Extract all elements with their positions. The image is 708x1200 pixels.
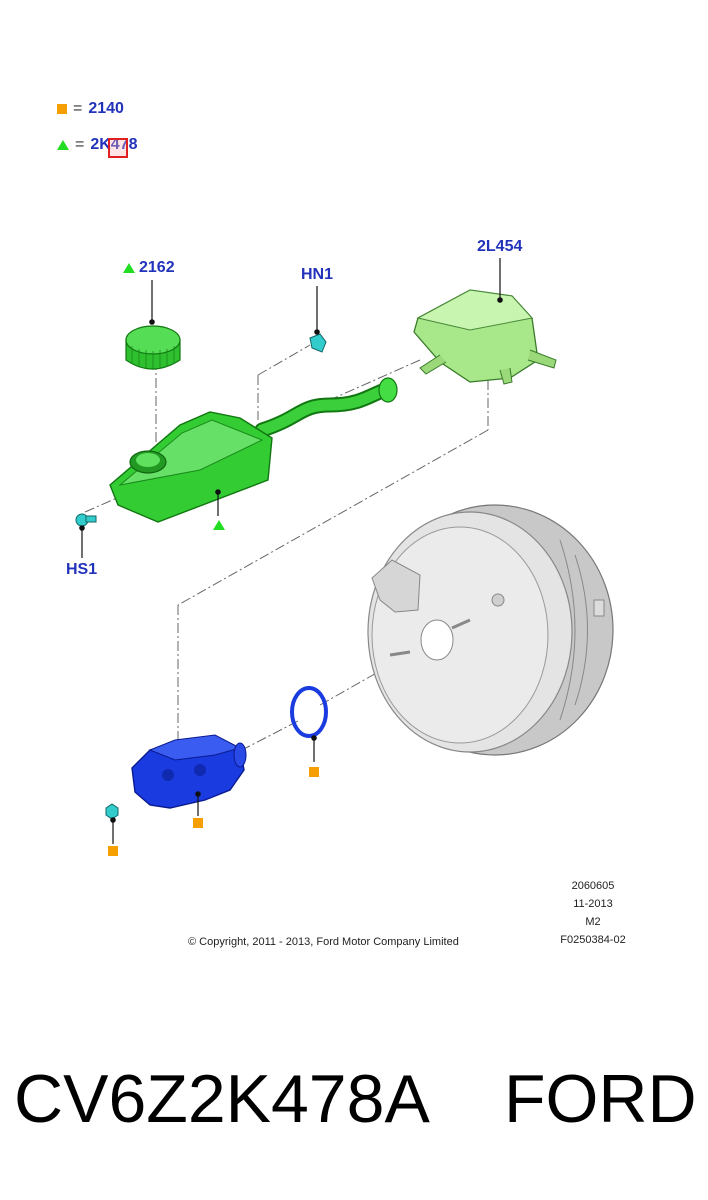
exploded-view-diagram [75, 258, 614, 856]
remote-reservoir-icon [413, 289, 557, 385]
master-cylinder-icon [131, 734, 247, 809]
hn1-clip-icon [309, 333, 327, 353]
square-marker-icon [309, 767, 319, 777]
highlight-box [108, 138, 128, 158]
square-marker-icon [193, 818, 203, 828]
callout-2l454: 2L454 [477, 238, 523, 255]
caption: CV6Z2K478A FORD [0, 1060, 708, 1160]
legend-equals: = [73, 100, 83, 117]
triangle-marker-icon [57, 140, 69, 150]
meta-line: F0250384-02 [560, 934, 626, 946]
callout-lines [79, 258, 503, 844]
legend-code: 2140 [88, 100, 124, 117]
square-marker-icon [57, 104, 67, 114]
brake-booster-icon [367, 504, 614, 756]
triangle-marker-icon [213, 520, 225, 530]
callout-hs1: HS1 [66, 561, 98, 578]
meta-line: 2060605 [571, 880, 615, 892]
legend-row-2140: = 2140 [57, 100, 124, 118]
master-cylinder-reservoir-icon [109, 377, 398, 523]
nut-icon [105, 803, 119, 820]
legend-code: 2K478 [90, 136, 138, 153]
meta-line: 11-2013 [573, 898, 613, 910]
hs1-screw-icon [75, 513, 97, 527]
drawing-meta: 2060605 11-2013 M2 F0250384-02 [548, 877, 638, 949]
triangle-marker-icon [123, 263, 135, 273]
callout-2162: 2162 [139, 259, 175, 276]
copyright-text: © Copyright, 2011 - 2013, Ford Motor Com… [188, 936, 459, 948]
legend-row-2k478: = 2K478 [57, 136, 138, 154]
reservoir-cap-icon [125, 325, 181, 370]
square-marker-icon [108, 846, 118, 856]
brand-name: FORD [504, 1061, 697, 1137]
part-number: CV6Z2K478A [14, 1061, 430, 1137]
legend-equals: = [75, 136, 85, 153]
meta-line: M2 [585, 916, 601, 928]
callout-hn1: HN1 [301, 266, 334, 283]
o-ring-icon [290, 686, 328, 738]
